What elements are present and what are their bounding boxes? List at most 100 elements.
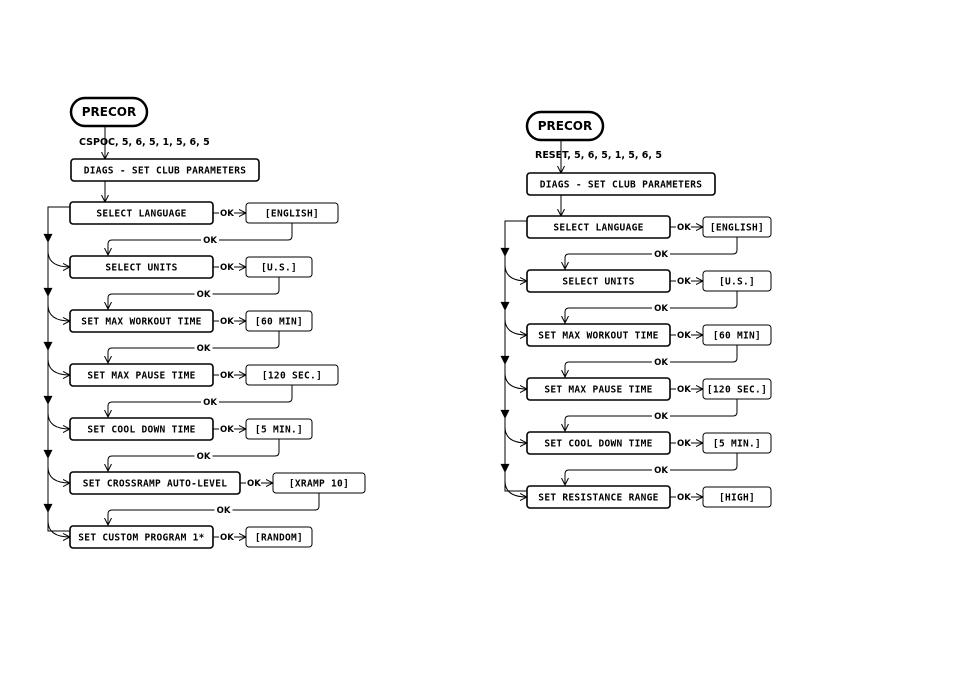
right-value-5: [5 MIN.]	[713, 439, 761, 450]
left-step-label-1: SELECT LANGUAGE	[96, 209, 186, 220]
right-return-path-3	[565, 345, 738, 377]
left-bypass-down-icon-5	[43, 449, 53, 459]
right-sequence: RESET, 5, 6, 5, 1, 5, 6, 5	[535, 150, 662, 161]
right-bypass-down-icon-5	[500, 463, 510, 473]
right-ok-label-6: OK	[677, 493, 691, 503]
right-return-ok-5: OK	[654, 466, 668, 476]
left-bypass-spine	[47, 206, 70, 532]
left-bypass-down-icon-6	[43, 503, 53, 513]
right-value-6: [HIGH]	[719, 493, 755, 504]
left-bypass-down-icon-4	[43, 395, 53, 405]
right-bypass-down-icon-2	[500, 301, 510, 311]
right-bypass-down-icon-4	[500, 409, 510, 419]
left-step-label-6: SET CROSSRAMP AUTO-LEVEL	[83, 479, 227, 490]
left-value-3: [60 MIN]	[255, 317, 303, 328]
left-bypass-down-icon-3	[43, 341, 53, 351]
left-return-ok-bg-5	[194, 451, 213, 461]
left-return-path-2	[108, 277, 280, 309]
left-value-box-7	[245, 526, 313, 548]
right-title-pill	[525, 110, 605, 142]
right-return-ok-3: OK	[654, 358, 668, 368]
left-title: PRECOR	[82, 105, 136, 119]
right-value-3: [60 MIN]	[713, 331, 761, 342]
right-value-2: [U.S.]	[719, 277, 755, 288]
left-ok-label-3: OK	[220, 317, 234, 327]
left-bypass-arrow-1	[47, 250, 70, 267]
right-bypass-down-icon-1	[500, 247, 510, 257]
left-ok-label-2: OK	[220, 263, 234, 273]
right-return-ok-bg-4	[652, 411, 670, 421]
right-value-1: [ENGLISH]	[710, 223, 764, 234]
right-bypass-down-icon-3	[500, 355, 510, 365]
left-ok-label-1: OK	[220, 209, 234, 219]
left-header-box	[70, 158, 260, 182]
right-bypass-arrow-1	[504, 264, 527, 281]
left-return-ok-bg-6	[214, 505, 233, 515]
left-value-2: [U.S.]	[261, 263, 297, 274]
right-value-box-6	[702, 486, 772, 508]
left-return-ok-bg-4	[201, 397, 219, 407]
right-return-ok-bg-5	[652, 465, 670, 475]
right-ok-label-4: OK	[677, 385, 691, 395]
left-bypass-down-icon-1	[43, 233, 53, 243]
right-step-label-4: SET MAX PAUSE TIME	[544, 385, 652, 396]
right-ok-label-2: OK	[677, 277, 691, 287]
right-step-label-3: SET MAX WORKOUT TIME	[538, 331, 658, 342]
left-bypass-down-icon-2	[43, 287, 53, 297]
left-return-ok-6: OK	[217, 506, 231, 516]
left-value-6: [XRAMP 10]	[289, 479, 349, 490]
left-bypass-arrow-3	[47, 358, 70, 375]
right-return-ok-1: OK	[654, 250, 668, 260]
left-return-ok-5: OK	[197, 452, 211, 462]
right-flowchart: PRECOR RESET, 5, 6, 5, 1, 5, 6, 5 DIAGS - …	[500, 110, 772, 509]
left-ok-label-4: OK	[220, 371, 234, 381]
right-bypass-arrow-4	[504, 426, 527, 443]
left-return-path-4	[108, 385, 293, 417]
right-return-ok-2: OK	[654, 304, 668, 314]
left-step-label-3: SET MAX WORKOUT TIME	[81, 317, 201, 328]
right-return-path-5	[565, 453, 738, 485]
left-value-1: [ENGLISH]	[265, 209, 319, 220]
right-return-path-4	[565, 399, 738, 431]
left-bypass-arrow-4	[47, 412, 70, 429]
left-bypass-arrow-6	[47, 520, 70, 537]
right-header-box	[526, 172, 716, 196]
right-ok-label-3: OK	[677, 331, 691, 341]
left-return-ok-bg-2	[194, 289, 213, 299]
right-step-label-5: SET COOL DOWN TIME	[544, 439, 652, 450]
right-title: PRECOR	[538, 119, 592, 133]
right-bypass-arrow-5	[504, 480, 527, 497]
left-step-label-4: SET MAX PAUSE TIME	[87, 371, 195, 382]
right-bypass-arrow-2	[504, 318, 527, 335]
left-value-5: [5 MIN.]	[255, 425, 303, 436]
left-bypass-arrow-2	[47, 304, 70, 321]
right-step-label-1: SELECT LANGUAGE	[553, 223, 643, 234]
right-header: DIAGS - SET CLUB PARAMETERS	[540, 180, 703, 191]
right-step-label-6: SET RESISTANCE RANGE	[538, 493, 658, 504]
right-return-path-2	[565, 291, 738, 323]
left-value-4: [120 SEC.]	[262, 371, 322, 382]
right-return-ok-bg-3	[652, 357, 670, 367]
left-ok-label-7: OK	[220, 533, 234, 543]
left-ok-label-5: OK	[220, 425, 234, 435]
left-value-7: [RANDOM]	[255, 533, 303, 544]
left-return-path-3	[108, 331, 280, 363]
left-return-ok-1: OK	[203, 236, 217, 246]
left-return-ok-3: OK	[197, 344, 211, 354]
left-step-label-2: SELECT UNITS	[105, 263, 177, 274]
left-flowchart: PRECOR CSPOC, 5, 6, 5, 1, 5, 6, 5 DIAGS - …	[43, 96, 366, 549]
left-sequence: CSPOC, 5, 6, 5, 1, 5, 6, 5	[79, 137, 210, 148]
left-return-path-6	[108, 493, 320, 525]
right-value-4: [120 SEC.]	[707, 385, 767, 396]
right-return-ok-bg-2	[652, 303, 670, 313]
left-return-path-1	[108, 223, 293, 255]
left-return-ok-bg-3	[194, 343, 213, 353]
left-bypass-arrow-5	[47, 466, 70, 483]
right-bypass-arrow-3	[504, 372, 527, 389]
left-header: DIAGS - SET CLUB PARAMETERS	[84, 166, 247, 177]
right-return-path-1	[565, 237, 738, 269]
right-ok-label-1: OK	[677, 223, 691, 233]
left-return-ok-4: OK	[203, 398, 217, 408]
left-return-ok-2: OK	[197, 290, 211, 300]
